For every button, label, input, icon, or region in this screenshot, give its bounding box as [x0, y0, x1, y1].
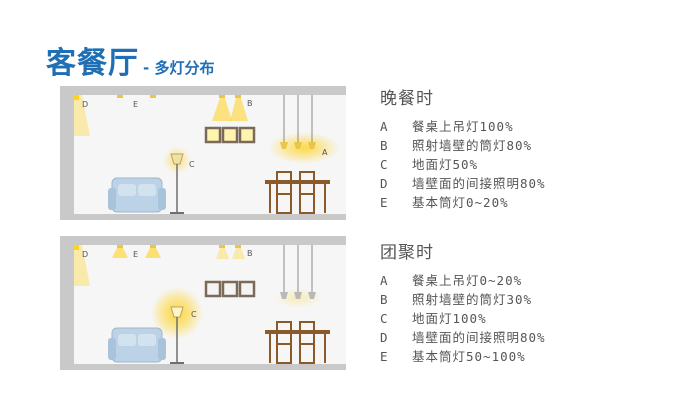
legend-key: C	[380, 157, 389, 172]
wall-wash-beam-b-1	[216, 248, 229, 259]
legend-item: C 地面灯50%	[380, 155, 680, 174]
gathering-heading: 团聚时	[380, 243, 434, 263]
sofa	[108, 327, 166, 363]
legend-text: 餐桌上吊灯100%	[412, 119, 514, 134]
label-d: D	[82, 100, 88, 109]
downlight-e-2	[150, 95, 156, 98]
label-b: B	[247, 249, 253, 258]
legend-item: B 照射墙壁的筒灯80%	[380, 136, 680, 155]
downlight-e-1	[117, 245, 123, 248]
gathering-scene-diagram: D E B C	[60, 226, 346, 372]
pendant-a-2	[294, 142, 302, 149]
label-a: A	[322, 148, 328, 157]
legend-text: 照射墙壁的筒灯80%	[412, 138, 533, 153]
label-e: E	[133, 100, 138, 109]
legend-key: B	[380, 138, 389, 153]
wall-frames	[204, 126, 256, 144]
pendant-glow-a	[268, 132, 340, 164]
legend-text: 照射墙壁的筒灯30%	[412, 292, 533, 307]
legend-item: E 基本筒灯0~20%	[380, 193, 680, 212]
pendant-a-3	[308, 142, 316, 149]
legend-item: D 墙壁面的间接照明80%	[380, 174, 680, 193]
legend-key: A	[380, 119, 389, 134]
dinner-scene-diagram: D E B C A	[60, 76, 346, 222]
legend-key: A	[380, 273, 389, 288]
page-title: 客餐厅 - 多灯分布	[46, 38, 214, 82]
pendant-a-1	[280, 142, 288, 149]
legend-key: B	[380, 292, 389, 307]
legend-key: C	[380, 311, 389, 326]
legend-text: 墙壁面的间接照明80%	[412, 176, 546, 191]
wall-wash-beam-b-1	[212, 98, 232, 121]
dining-table	[265, 171, 330, 214]
dining-table	[265, 321, 330, 364]
legend-item: A 餐桌上吊灯0~20%	[380, 271, 680, 290]
wall-wash-beam-b-2	[232, 248, 245, 259]
dinner-legend: 晚餐时 A 餐桌上吊灯100% B 照射墙壁的筒灯80% C 地面灯50% D 墙壁面的…	[380, 84, 680, 212]
legend-item: A 餐桌上吊灯100%	[380, 117, 680, 136]
label-b: B	[247, 99, 253, 108]
legend-text: 基本筒灯0~20%	[412, 195, 509, 210]
legend-item: E 基本筒灯50~100%	[380, 347, 680, 366]
legend-text: 基本筒灯50~100%	[412, 349, 526, 364]
room-floor	[60, 364, 346, 370]
wall-frames	[204, 280, 256, 298]
legend-key: E	[380, 349, 389, 364]
pendant-a-1	[280, 292, 288, 299]
dinner-heading: 晚餐时	[380, 89, 434, 109]
legend-key: D	[380, 176, 389, 191]
downlight-beam-e-2	[145, 248, 161, 258]
legend-item: D 墙壁面的间接照明80%	[380, 328, 680, 347]
floor-lamp-shade-c	[170, 153, 184, 165]
downlight-e-2	[150, 245, 156, 248]
room-ceiling	[60, 236, 346, 245]
label-c: C	[191, 310, 197, 319]
label-c: C	[189, 160, 195, 169]
legend-item: B 照射墙壁的筒灯30%	[380, 290, 680, 309]
room-floor	[60, 214, 346, 220]
room-left-wall	[60, 236, 74, 370]
label-e: E	[133, 250, 138, 259]
room-ceiling	[60, 86, 346, 95]
downlight-beam-e-1	[112, 248, 128, 258]
wall-indirect-light-d	[74, 95, 90, 136]
pendant-a-2	[294, 292, 302, 299]
sofa	[108, 177, 166, 213]
legend-text: 地面灯50%	[412, 157, 479, 172]
legend-text: 餐桌上吊灯0~20%	[412, 273, 523, 288]
label-d: D	[82, 250, 88, 259]
floor-lamp-shade-c	[170, 306, 184, 318]
legend-text: 地面灯100%	[412, 311, 487, 326]
downlight-e-1	[117, 95, 123, 98]
legend-key: E	[380, 195, 389, 210]
title-main: 客餐厅	[46, 46, 139, 81]
wall-indirect-light-d	[74, 245, 90, 286]
gathering-legend: 团聚时 A 餐桌上吊灯0~20% B 照射墙壁的筒灯30% C 地面灯100% D 墙壁…	[380, 238, 680, 366]
wall-wash-beam-b-2	[230, 98, 248, 121]
legend-item: C 地面灯100%	[380, 309, 680, 328]
pendant-a-3	[308, 292, 316, 299]
legend-key: D	[380, 330, 389, 345]
title-sub: - 多灯分布	[143, 59, 215, 77]
room-left-wall	[60, 86, 74, 220]
legend-text: 墙壁面的间接照明80%	[412, 330, 546, 345]
